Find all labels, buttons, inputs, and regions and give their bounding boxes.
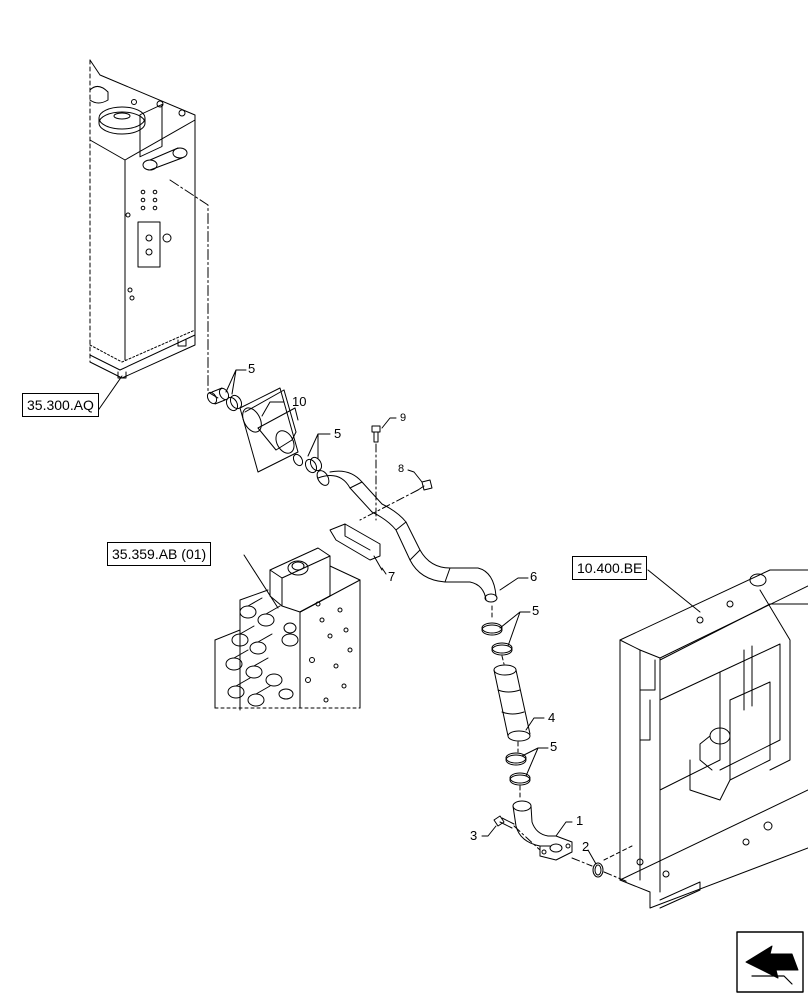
bolt-9 (371, 425, 381, 521)
callout-4: 4 (548, 710, 556, 725)
callout-6: 6 (530, 569, 538, 584)
hose-10 (239, 387, 299, 473)
oil-cooler (619, 569, 808, 909)
bolt-8 (359, 479, 433, 521)
callout-10: 10 (292, 394, 307, 409)
clamp-pair-lower (505, 741, 531, 799)
hose-4 (493, 664, 531, 742)
callout-7: 7 (388, 569, 396, 584)
reference-box-valve[interactable]: 35.359.AB (01) (107, 542, 212, 566)
reference-box-tank[interactable]: 35.300.AQ (22, 393, 99, 417)
control-valve (214, 547, 361, 711)
elbow-pipe-1 (512, 800, 573, 861)
callout-2: 2 (582, 839, 590, 854)
fitting-pair-top (206, 387, 243, 412)
hydraulic-tank (89, 59, 196, 379)
arrow-left-icon[interactable] (736, 931, 804, 993)
reference-box-cooler[interactable]: 10.400.BE (572, 556, 648, 580)
fitting-pair-second (292, 453, 323, 474)
callout-9: 9 (400, 412, 407, 424)
callout-5-lower: 5 (550, 739, 558, 754)
callout-5-top: 5 (248, 361, 256, 376)
callout-8: 8 (398, 463, 405, 475)
clamp-pair-middle (481, 605, 513, 665)
leader-lines (96, 369, 701, 865)
callout-1: 1 (576, 813, 584, 828)
callout-5-second: 5 (334, 426, 342, 441)
callout-5-middle: 5 (532, 603, 540, 618)
bracket-7 (329, 523, 383, 571)
bolt-3 (493, 815, 541, 851)
callout-3: 3 (470, 828, 478, 843)
pipe-6 (316, 470, 498, 603)
o-ring-2 (571, 857, 629, 883)
